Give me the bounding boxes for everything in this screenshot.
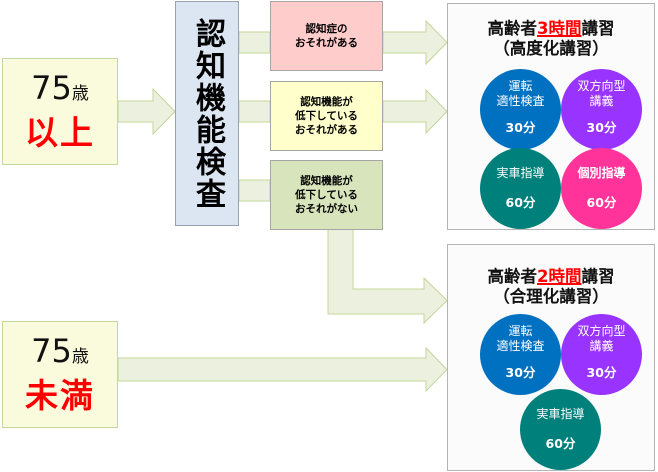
arrow-result3-to-2h-course <box>327 228 448 325</box>
arrow-under75-to-2h-course <box>117 346 448 393</box>
course-item-name: 個別指導 <box>577 166 626 180</box>
course-item-driving-instruction: 実車指導 60分 <box>480 148 561 229</box>
cognitive-test-box: 認知機能検査 <box>175 1 239 226</box>
course-item-name: 運転 適性検査 <box>496 79 545 108</box>
cognitive-test-label: 認知機能検査 <box>190 17 225 210</box>
result-text: 認知症の おそれがある <box>295 23 358 49</box>
course-item-name: 双方向型 講義 <box>577 79 626 108</box>
course-title: 高齢者2時間講習 <box>487 267 615 286</box>
course-item-aptitude-test: 運転 適性検査 30分 <box>480 314 561 395</box>
age-condition: 以上 <box>25 113 95 152</box>
result-text: 認知機能が 低下している おそれがない <box>295 175 358 215</box>
course-item-time: 60分 <box>586 195 617 210</box>
course-item-time: 30分 <box>505 120 536 135</box>
result-box-decline-risk: 認知機能が 低下している おそれがある <box>270 81 383 151</box>
course-subtitle: （合理化講習） <box>493 287 609 306</box>
course-item-time: 30分 <box>586 120 617 135</box>
age-box-under-75: 75歳 未満 <box>2 321 118 428</box>
arrow-result1-to-3h-course <box>382 19 448 66</box>
connector-exam-to-result-2 <box>238 100 271 123</box>
course-item-aptitude-test: 運転 適性検査 30分 <box>480 69 561 150</box>
course-item-individual-instruction: 個別指導 60分 <box>561 148 642 229</box>
course-item-name: 実車指導 <box>496 166 545 180</box>
result-box-no-decline-risk: 認知機能が 低下している おそれがない <box>270 160 383 230</box>
course-item-time: 60分 <box>505 195 536 210</box>
age-number: 75歳 <box>31 332 89 370</box>
course-item-interactive-lecture: 双方向型 講義 30分 <box>561 314 642 395</box>
course-item-time: 30分 <box>505 365 536 380</box>
course-panel-2-hour: 高齢者2時間講習 （合理化講習） 運転 適性検査 30分 双方向型 講義 30分… <box>447 244 655 471</box>
connector-exam-to-result-1 <box>238 31 271 54</box>
age-number: 75歳 <box>31 69 89 107</box>
arrow-result2-to-3h-course <box>382 88 448 135</box>
course-panel-3-hour: 高齢者3時間講習 （高度化講習） 運転 適性検査 30分 双方向型 講義 30分… <box>447 3 655 230</box>
age-condition: 未満 <box>25 376 95 415</box>
course-item-name: 双方向型 講義 <box>577 324 626 353</box>
course-item-interactive-lecture: 双方向型 講義 30分 <box>561 69 642 150</box>
result-text: 認知機能が 低下している おそれがある <box>295 96 358 136</box>
result-box-dementia-risk: 認知症の おそれがある <box>270 1 383 71</box>
age-box-75-and-over: 75歳 以上 <box>2 58 118 165</box>
course-title: 高齢者3時間講習 <box>487 19 615 38</box>
course-item-time: 60分 <box>545 436 576 451</box>
course-subtitle: （高度化講習） <box>493 39 609 58</box>
arrow-age-to-exam <box>117 87 176 136</box>
connector-exam-to-result-3 <box>238 179 271 202</box>
course-item-driving-instruction: 実車指導 60分 <box>520 389 601 470</box>
course-item-time: 30分 <box>586 365 617 380</box>
course-item-name: 運転 適性検査 <box>496 324 545 353</box>
course-item-name: 実車指導 <box>536 407 585 421</box>
